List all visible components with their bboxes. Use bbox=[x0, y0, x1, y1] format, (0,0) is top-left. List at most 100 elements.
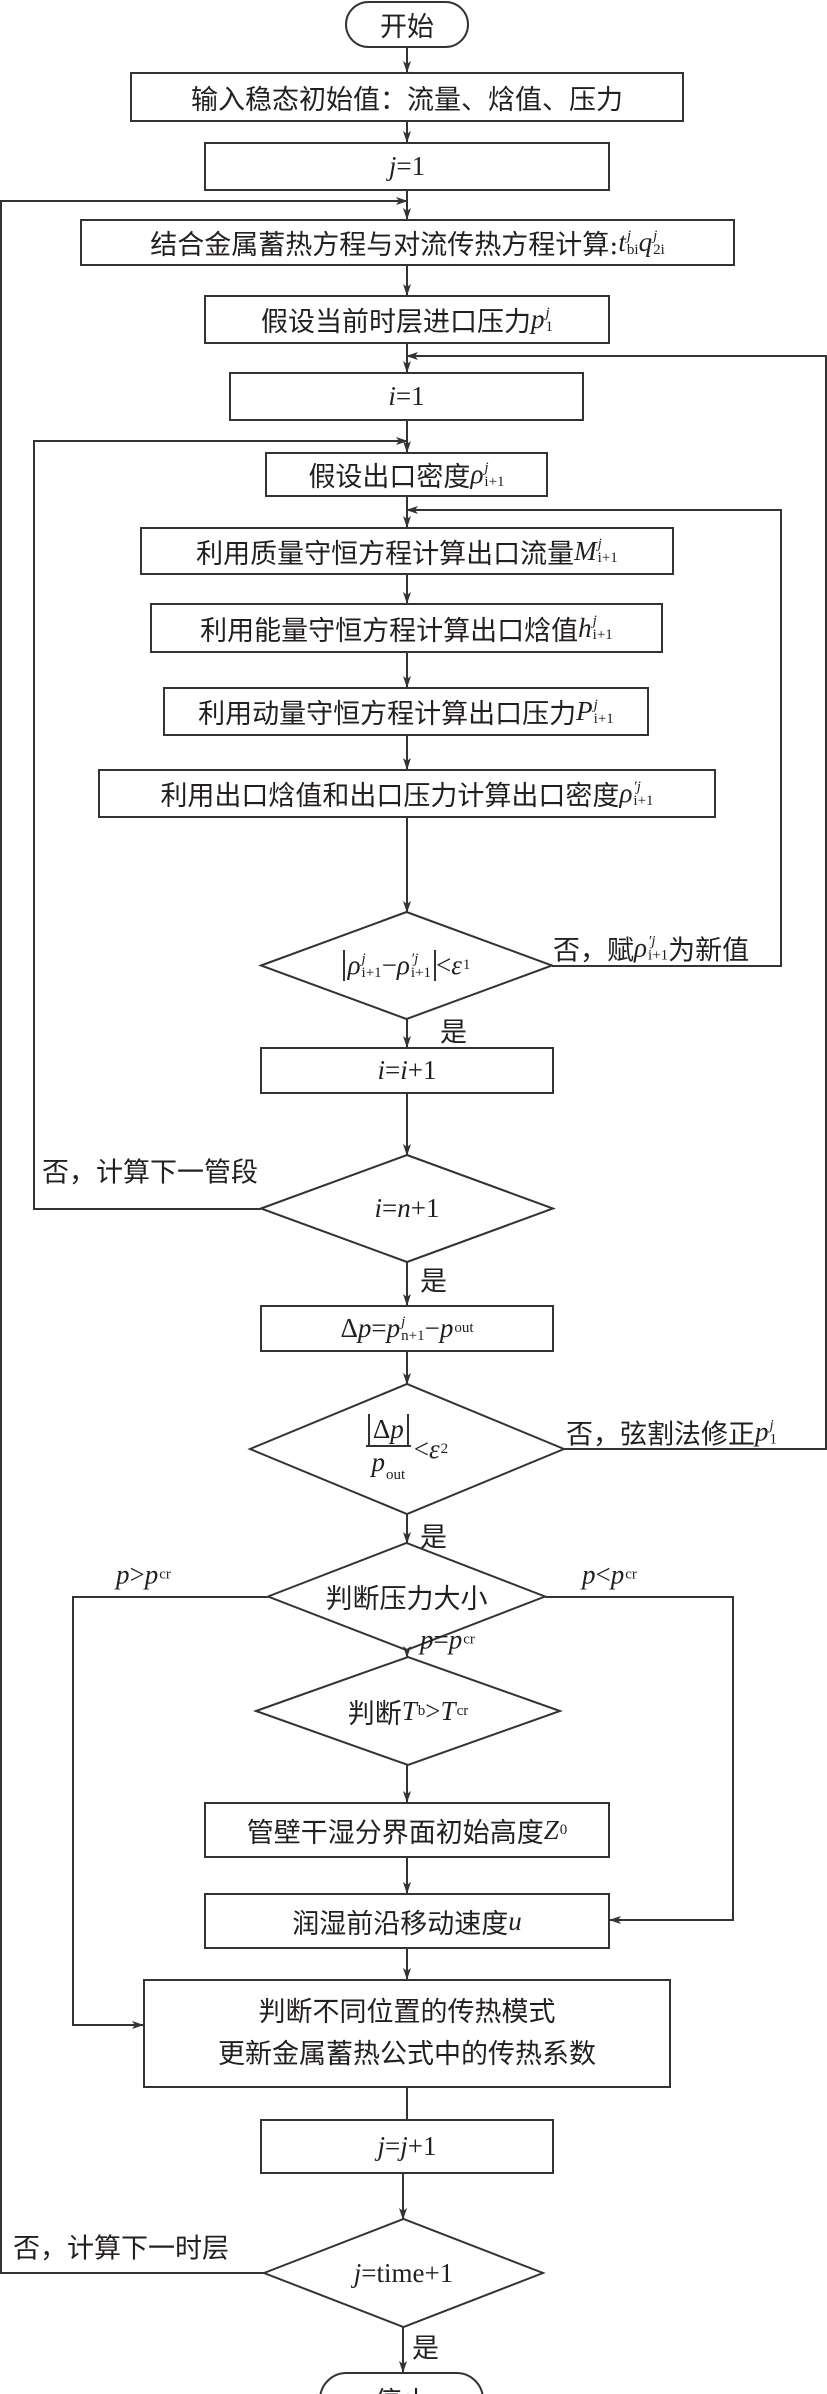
process-input: 输入稳态初始值：流量、焓值、压力 bbox=[130, 72, 684, 122]
subscript: cr bbox=[456, 1702, 469, 1719]
label-text: 否，计算下一管段 bbox=[42, 1157, 258, 1189]
label-text: ρ bbox=[619, 778, 633, 808]
label-text: 是 bbox=[440, 1017, 467, 1049]
label-text: 假设出口密度 bbox=[308, 462, 471, 493]
label-text: p bbox=[755, 1416, 769, 1447]
subscript: b bbox=[417, 1702, 426, 1719]
label-text: 开始 bbox=[380, 12, 434, 43]
subscript: bi bbox=[626, 241, 639, 258]
label-text: p bbox=[448, 1624, 463, 1655]
label-text: 否，弦割法修正 bbox=[566, 1419, 755, 1451]
label-text: n bbox=[397, 1193, 411, 1223]
superscript: j bbox=[597, 536, 602, 552]
label-text: 润湿前沿移动速度 bbox=[292, 1908, 509, 1940]
label-text: ε bbox=[428, 1433, 440, 1464]
label-text: i bbox=[377, 1055, 386, 1085]
decision-diamond-d6 bbox=[261, 2217, 546, 2329]
superscript: j bbox=[361, 950, 366, 967]
subscript: 2i bbox=[653, 241, 665, 258]
edge-label-d2_yes: 是 bbox=[420, 1260, 447, 1299]
decision-d6: j=time+1 bbox=[264, 2219, 543, 2327]
label-text: ρ bbox=[634, 932, 647, 963]
label-text: t bbox=[618, 227, 626, 257]
label-text: +1 bbox=[407, 1055, 437, 1085]
label-text: j bbox=[353, 2257, 362, 2288]
label-text: 利用质量守恒方程计算出口流量 bbox=[196, 538, 575, 570]
process-j1: j=1 bbox=[204, 142, 610, 191]
branch-p-greater bbox=[72, 1596, 268, 2029]
label-text: u bbox=[508, 1905, 522, 1936]
label-lines: 判断不同位置的传热模式更新金属蓄热公式中的传热系数 bbox=[218, 1992, 596, 2076]
subscript: 2 bbox=[440, 1440, 449, 1457]
subscript: 1 bbox=[462, 957, 471, 973]
label-text: =time+1 bbox=[361, 2257, 454, 2288]
label-text: < bbox=[436, 950, 452, 980]
label-text: T bbox=[401, 1695, 417, 1726]
label-text: =1 bbox=[396, 151, 426, 181]
subscript: 1 bbox=[545, 318, 554, 335]
label-text: P bbox=[576, 696, 593, 726]
process-mode: 判断不同位置的传热模式更新金属蓄热公式中的传热系数 bbox=[143, 1979, 671, 2088]
terminal-start: 开始 bbox=[345, 1, 469, 48]
subscript: i+1 bbox=[592, 627, 613, 643]
label-text: j bbox=[400, 2131, 408, 2161]
label-text: = bbox=[382, 1193, 398, 1223]
label-text: p bbox=[531, 304, 545, 334]
label-text: p bbox=[390, 1414, 404, 1444]
label-text: 停止 bbox=[375, 2380, 429, 2394]
label-text: 否，赋 bbox=[553, 935, 634, 967]
label-text: p bbox=[439, 1313, 454, 1343]
subscript: i+1 bbox=[593, 710, 614, 727]
label-text: < bbox=[595, 1559, 611, 1590]
superscript: j bbox=[484, 459, 489, 476]
edge-label-d2_no: 否，计算下一管段 bbox=[42, 1151, 258, 1190]
label-text: p bbox=[116, 1559, 130, 1590]
decision-diamond-d5 bbox=[253, 1655, 563, 1767]
label-text: = bbox=[371, 1313, 387, 1343]
label-text: Δ bbox=[372, 1414, 391, 1444]
label-text: = bbox=[385, 1055, 401, 1085]
subscript: cr bbox=[463, 1631, 475, 1648]
label-text: p bbox=[144, 1559, 159, 1590]
label-text: Δ bbox=[340, 1313, 358, 1343]
label-text: 判断 bbox=[347, 1698, 402, 1730]
subscript: i+1 bbox=[597, 550, 618, 566]
label-text: i bbox=[388, 381, 396, 411]
label-text: p bbox=[386, 1313, 401, 1343]
label-text: p bbox=[582, 1559, 596, 1590]
label-text: i bbox=[400, 1055, 408, 1085]
label-text: > bbox=[129, 1559, 145, 1590]
label-text: p bbox=[371, 1447, 385, 1477]
superscript: j bbox=[769, 1417, 774, 1433]
process-i1: i=1 bbox=[229, 372, 584, 421]
superscript: j bbox=[545, 304, 550, 321]
label-text: p bbox=[357, 1313, 372, 1343]
superscript: j bbox=[592, 613, 597, 629]
loop-next-segment bbox=[33, 437, 408, 1210]
label-text: < bbox=[413, 1433, 429, 1464]
subscript: 0 bbox=[559, 1821, 568, 1838]
process-inc_i: i=i+1 bbox=[260, 1047, 554, 1094]
label-text: 利用出口焓值和出口压力计算出口密度 bbox=[160, 781, 620, 812]
label-text: 输入稳态初始值：流量、焓值、压力 bbox=[191, 84, 623, 116]
subscript: i+1 bbox=[484, 473, 505, 490]
edge-label-d3_yes: 是 bbox=[420, 1516, 447, 1555]
label-text: +1 bbox=[407, 2131, 437, 2161]
superscript: ′j bbox=[410, 950, 419, 967]
